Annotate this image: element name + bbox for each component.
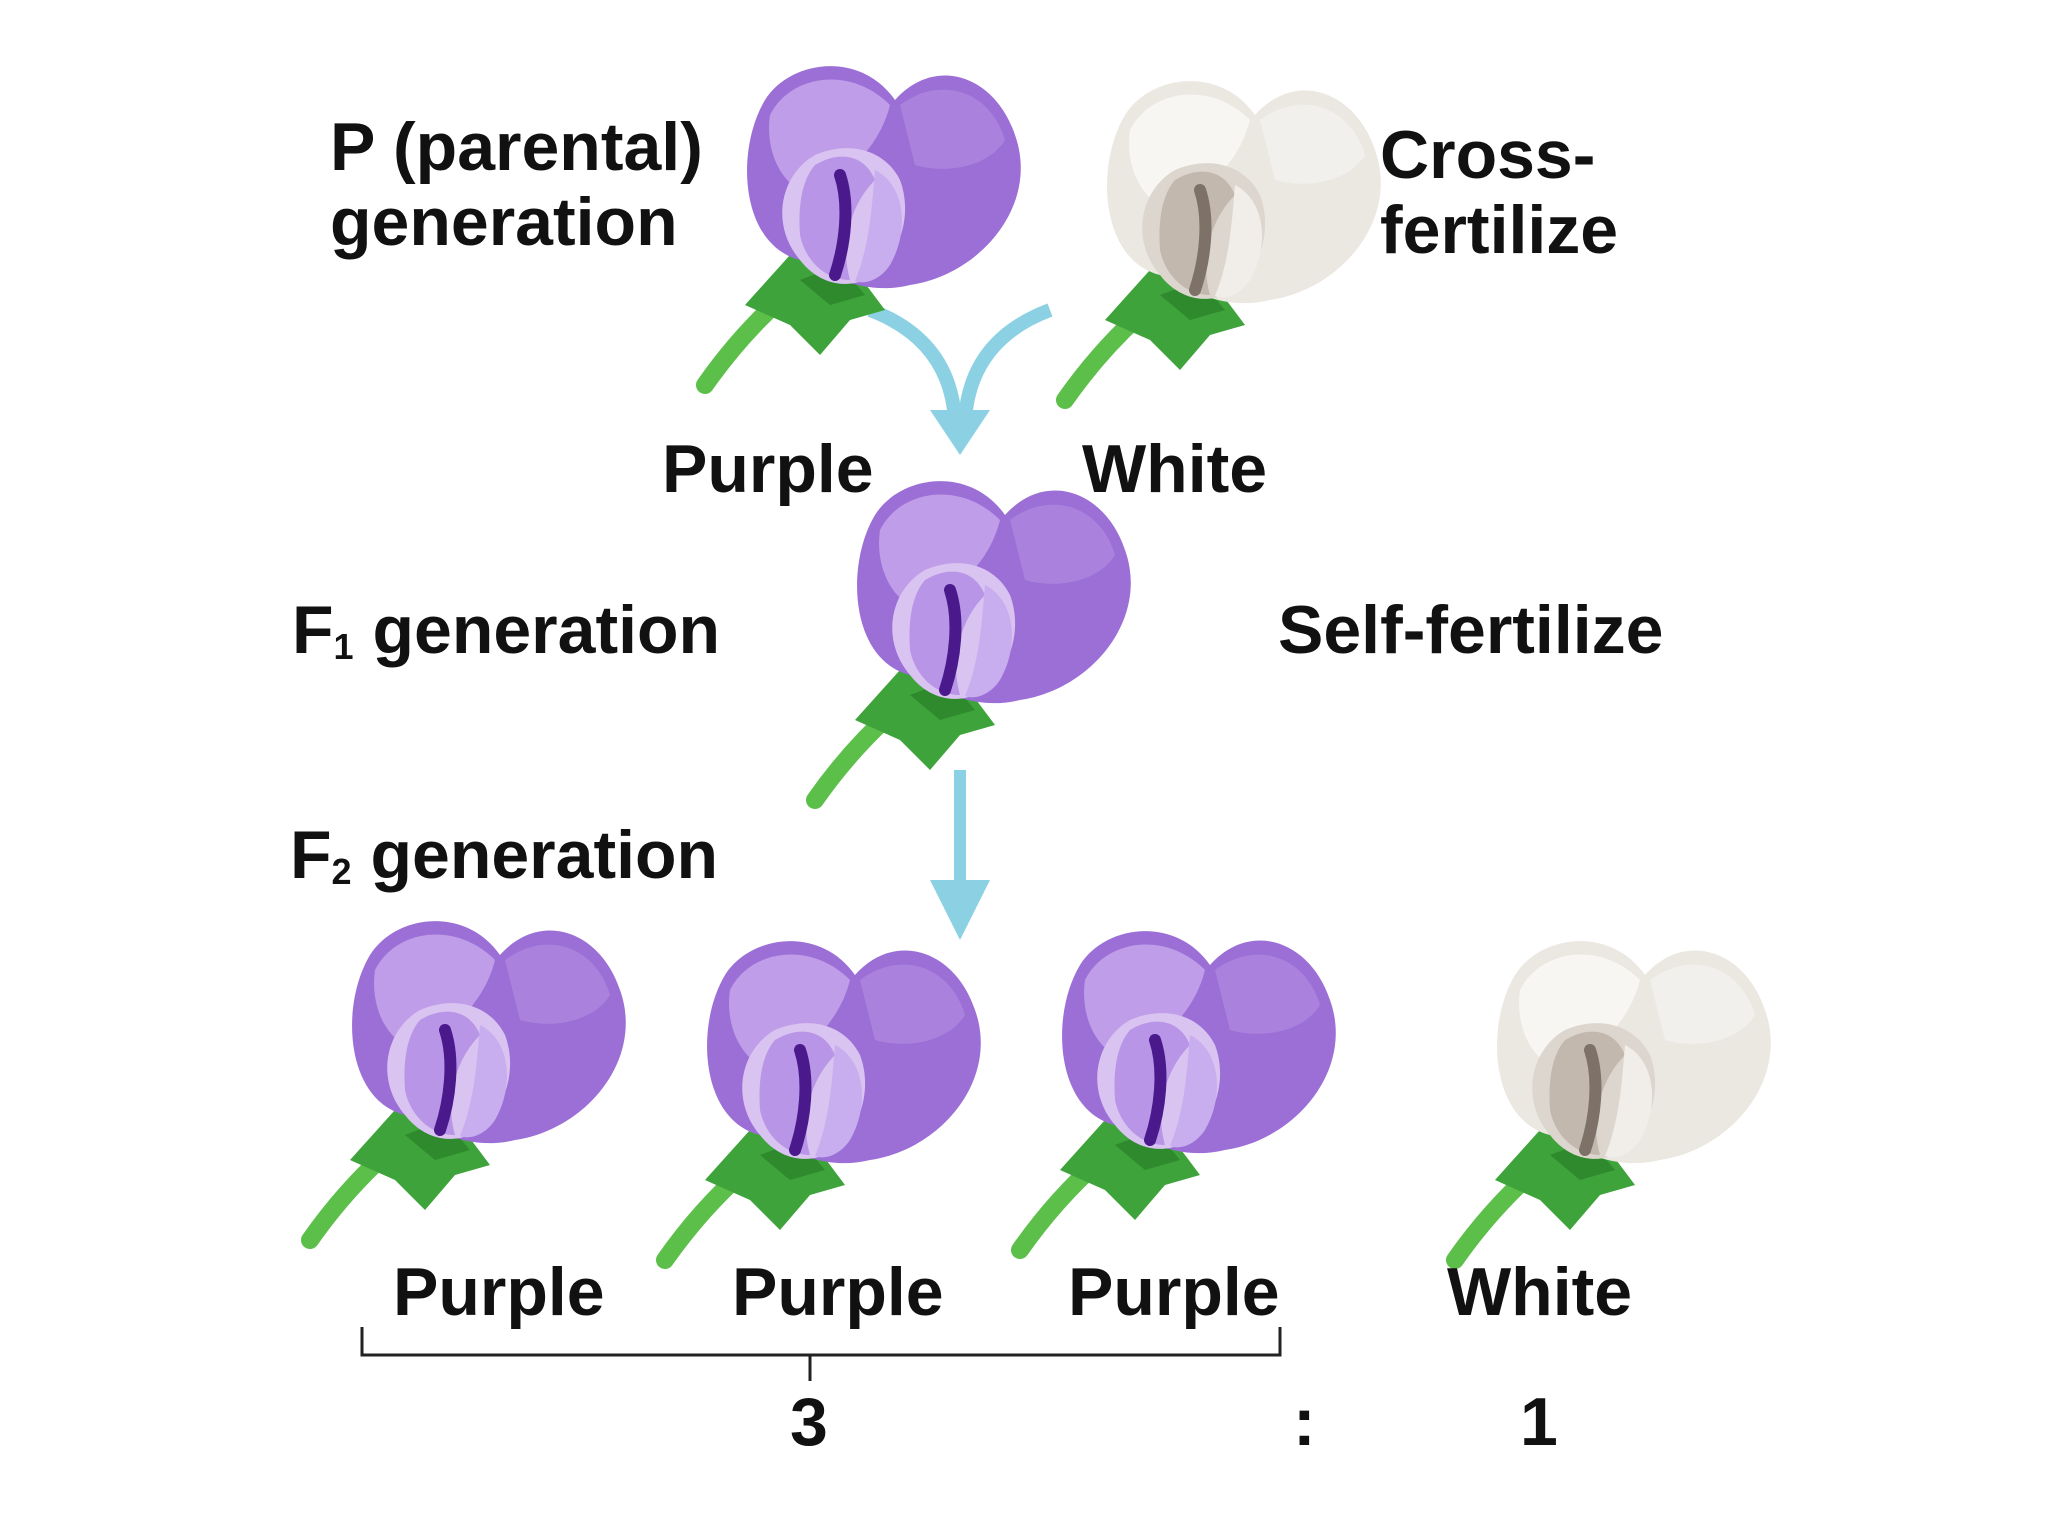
- f2-purple-flower-2: [610, 930, 990, 1270]
- parental-purple-label: Purple: [662, 431, 874, 507]
- f2-flower-label-1: Purple: [393, 1254, 605, 1330]
- cross-arrow: [867, 303, 1053, 455]
- f2-flower-label-2: Purple: [732, 1254, 944, 1330]
- self-fertilize-label: Self-fertilize: [1278, 592, 1664, 668]
- f2-white-flower: [1400, 930, 1780, 1270]
- parental-white-flower: [1010, 70, 1390, 410]
- parental-generation-label: P (parental) generation: [330, 109, 703, 260]
- ratio-purple-count: 3: [790, 1384, 828, 1460]
- f1-generation-label: F1 generation: [292, 592, 721, 668]
- parental-white-label: White: [1082, 431, 1268, 507]
- ratio-bracket: [360, 1327, 1282, 1381]
- self-fertilize-arrow: [930, 770, 990, 940]
- f2-generation-label: F2 generation: [290, 817, 719, 893]
- f2-purple-flower-1: [255, 910, 635, 1250]
- ratio-separator: :: [1293, 1384, 1316, 1460]
- f2-flower-label-4: White: [1447, 1254, 1633, 1330]
- ratio-white-count: 1: [1520, 1384, 1558, 1460]
- f2-purple-flower-3: [965, 920, 1345, 1260]
- f1-purple-flower: [760, 470, 1140, 810]
- f2-flower-label-3: Purple: [1068, 1254, 1280, 1330]
- cross-fertilize-label: Cross- fertilize: [1380, 117, 1619, 268]
- parental-purple-flower: [650, 55, 1030, 395]
